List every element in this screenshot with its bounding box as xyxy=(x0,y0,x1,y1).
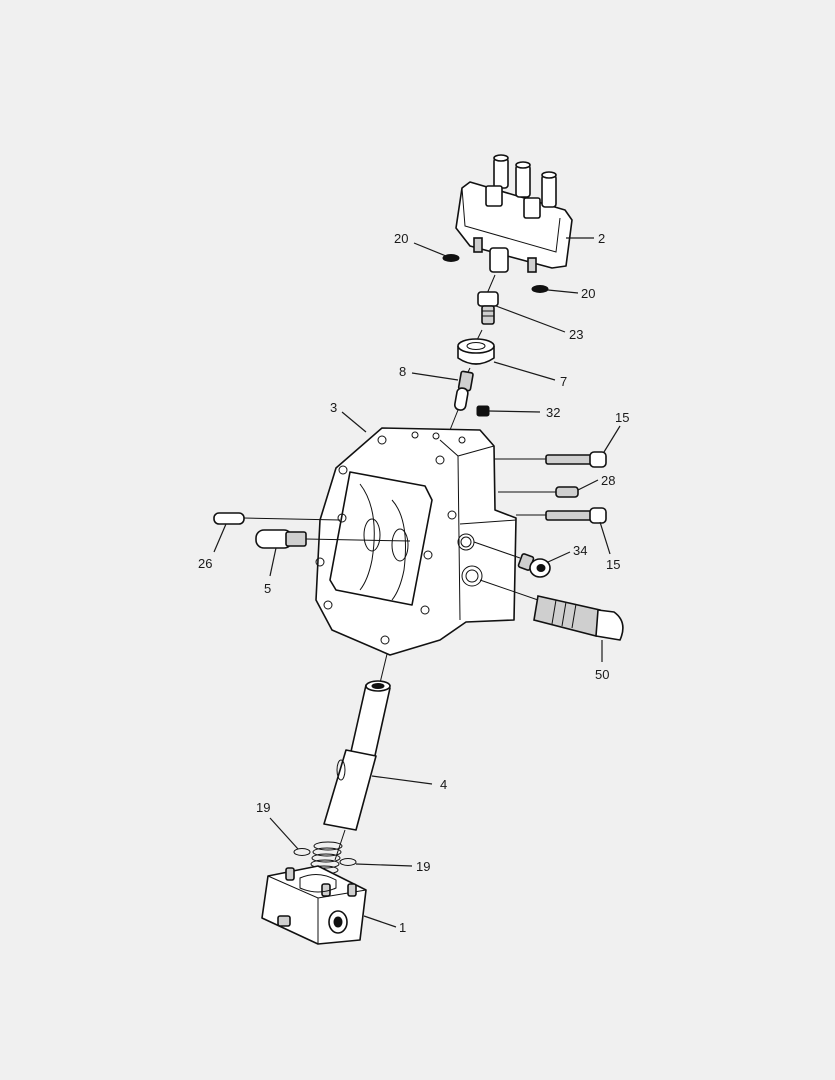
part-2-valve-block xyxy=(455,154,573,273)
part-5-plug xyxy=(255,529,307,549)
leader-15a xyxy=(603,425,621,453)
callout-4: 4 xyxy=(440,777,447,792)
part-23-screw xyxy=(477,291,499,325)
leader-19b xyxy=(355,863,413,867)
axis-line-5 xyxy=(379,649,389,684)
callout-19b: 19 xyxy=(416,859,430,874)
callout-15a: 15 xyxy=(615,410,629,425)
spring xyxy=(309,841,343,875)
leader-4 xyxy=(371,775,433,785)
callout-15b: 15 xyxy=(606,557,620,572)
callout-3: 3 xyxy=(330,400,337,415)
callout-1: 1 xyxy=(399,920,406,935)
part-8-pin xyxy=(453,370,474,411)
axis-plug-5 xyxy=(305,538,411,542)
axis-cartridge-50 xyxy=(479,579,539,601)
callout-20b: 20 xyxy=(581,286,595,301)
callout-28: 28 xyxy=(601,473,615,488)
part-26-pin xyxy=(213,512,245,525)
part-15-bolt-upper xyxy=(545,451,607,468)
part-20-oring-right xyxy=(531,285,549,293)
leader-20a xyxy=(413,242,447,257)
part-7-nut xyxy=(457,338,495,365)
callout-32: 32 xyxy=(546,405,560,420)
callout-2: 2 xyxy=(598,231,605,246)
leader-7 xyxy=(493,361,556,381)
leader-23 xyxy=(495,305,566,333)
part-4-tube xyxy=(323,680,391,831)
callout-7: 7 xyxy=(560,374,567,389)
part-28-plug xyxy=(555,486,579,498)
callout-34: 34 xyxy=(573,543,587,558)
callout-50: 50 xyxy=(595,667,609,682)
leader-1 xyxy=(363,915,397,928)
callout-20a: 20 xyxy=(394,231,408,246)
leader-32 xyxy=(488,410,541,413)
leader-3 xyxy=(341,411,367,433)
leader-20b xyxy=(547,289,579,294)
axis-line-4 xyxy=(449,409,459,431)
callout-23: 23 xyxy=(569,327,583,342)
part-19-oring-right xyxy=(339,858,357,866)
axis-pin-26 xyxy=(243,517,341,521)
leader-15b xyxy=(599,521,611,555)
callout-26: 26 xyxy=(198,556,212,571)
axis-fitting-34 xyxy=(473,541,521,559)
leader-19a xyxy=(269,817,299,850)
leader-5 xyxy=(269,547,277,577)
leader-28 xyxy=(577,479,599,491)
part-3-housing xyxy=(315,427,517,656)
leader-26 xyxy=(213,523,227,553)
part-15-bolt-lower xyxy=(545,507,607,524)
callout-5: 5 xyxy=(264,581,271,596)
leader-8 xyxy=(411,372,459,381)
part-1-base-block xyxy=(261,865,367,945)
callout-8: 8 xyxy=(399,364,406,379)
part-19-oring-left xyxy=(293,848,311,856)
part-20-oring-left xyxy=(442,254,460,262)
leader-34 xyxy=(547,551,571,563)
part-32-plug xyxy=(476,405,490,417)
part-50-cartridge xyxy=(533,595,624,641)
part-34-fitting xyxy=(517,553,551,578)
callout-19a: 19 xyxy=(256,800,270,815)
